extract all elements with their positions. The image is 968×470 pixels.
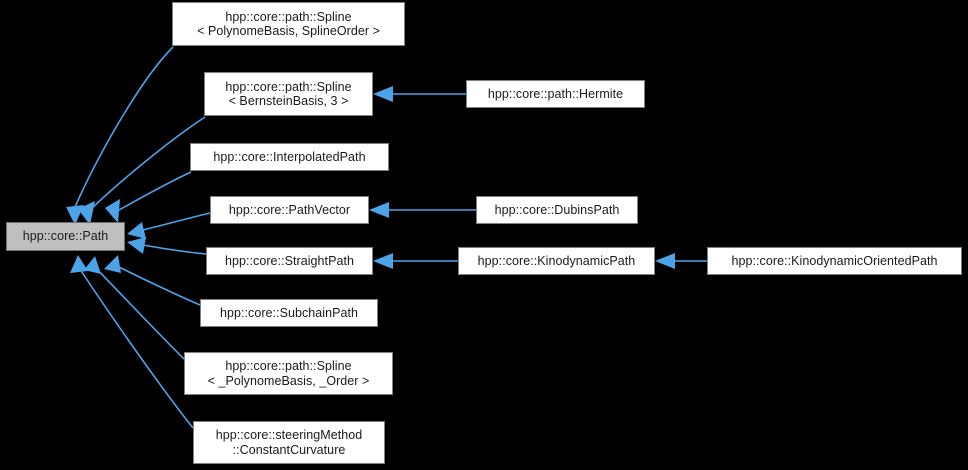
arrowhead-icon bbox=[127, 237, 146, 254]
class-node-label-line1: hpp::core::path::Spline bbox=[225, 359, 352, 373]
class-node-label-line1: hpp::core::KinodynamicOrientedPath bbox=[731, 253, 938, 268]
edge-subchain-path-to-path bbox=[104, 255, 201, 306]
class-node-interpolated-path[interactable]: hpp::core::InterpolatedPath bbox=[190, 143, 389, 171]
edge-kinodynamic-oriented-path-to-kinodynamic-path bbox=[655, 253, 707, 269]
edge-hermite-to-spline-bernstein-3 bbox=[373, 86, 466, 102]
class-node-label-line2: ::ConstantCurvature bbox=[232, 442, 346, 457]
class-node-label-line1: hpp::core::path::Spline bbox=[225, 9, 352, 24]
class-node-spline-underscore[interactable]: hpp::core::path::Spline< _PolynomeBasis,… bbox=[184, 352, 393, 395]
class-node-spline-bernstein-3[interactable]: hpp::core::path::Spline< BernsteinBasis,… bbox=[204, 72, 373, 116]
edge-constant-curvature-to-path bbox=[70, 255, 194, 429]
edge-spline-bernstein-3-to-path bbox=[78, 116, 206, 225]
class-node-label-line2: < _PolynomeBasis, _Order > bbox=[207, 373, 370, 388]
class-node-kinodynamic-oriented-path[interactable]: hpp::core::KinodynamicOrientedPath bbox=[707, 247, 962, 275]
class-node-kinodynamic-path[interactable]: hpp::core::KinodynamicPath bbox=[458, 247, 655, 275]
class-node-dubins-path[interactable]: hpp::core::DubinsPath bbox=[476, 196, 638, 224]
arrowhead-icon bbox=[373, 253, 393, 269]
edge-path-vector-to-path bbox=[127, 212, 211, 239]
class-node-label-line1: hpp::core::Path bbox=[22, 229, 109, 244]
edge-line bbox=[142, 244, 207, 255]
class-node-label-line1: hpp::core::InterpolatedPath bbox=[213, 149, 366, 164]
class-node-spline-polynome-splineorder[interactable]: hpp::core::path::Spline< PolynomeBasis, … bbox=[172, 2, 405, 46]
edge-line bbox=[91, 263, 185, 360]
class-node-label-line1: hpp::core::DubinsPath bbox=[494, 202, 620, 217]
class-node-label-line2: < BernsteinBasis, 3 > bbox=[228, 94, 349, 108]
class-node-label-line1: hpp::core::PathVector bbox=[228, 202, 351, 217]
edge-line bbox=[111, 171, 192, 215]
arrowhead-icon bbox=[104, 255, 121, 273]
edge-dubins-path-to-path-vector bbox=[369, 202, 476, 218]
class-node-label-line1: hpp::core::StraightPath bbox=[224, 253, 354, 268]
arrowhead-icon bbox=[655, 253, 675, 269]
arrowhead-icon bbox=[84, 256, 101, 274]
edge-line bbox=[85, 116, 206, 215]
class-node-hermite[interactable]: hpp::core::path::Hermite bbox=[466, 80, 645, 108]
class-node-label-line1: hpp::core::SubchainPath bbox=[219, 305, 359, 320]
edge-kinodynamic-path-to-straight-path bbox=[373, 253, 458, 269]
class-node-subchain-path[interactable]: hpp::core::SubchainPath bbox=[200, 299, 378, 327]
arrowhead-icon bbox=[70, 255, 88, 273]
edge-interpolated-path-to-path bbox=[105, 171, 192, 223]
class-node-path-vector[interactable]: hpp::core::PathVector bbox=[210, 196, 369, 224]
class-node-label-line2: < PolynomeBasis, SplineOrder > bbox=[197, 24, 380, 38]
class-node-label-line1: hpp::core::path::Hermite bbox=[487, 86, 624, 101]
edge-spline-polynome-splineorder-to-path bbox=[66, 46, 174, 225]
class-node-straight-path[interactable]: hpp::core::StraightPath bbox=[206, 247, 373, 275]
edge-line bbox=[142, 212, 211, 231]
arrowhead-icon bbox=[105, 199, 120, 223]
arrowhead-icon bbox=[127, 222, 146, 239]
edge-line bbox=[75, 262, 194, 429]
arrowhead-icon bbox=[369, 202, 389, 218]
class-node-constant-curvature[interactable]: hpp::core::steeringMethod::ConstantCurva… bbox=[193, 421, 385, 464]
class-node-label-line1: hpp::core::KinodynamicPath bbox=[477, 253, 636, 268]
class-node-label-line1: hpp::core::path::Spline bbox=[225, 79, 352, 94]
class-node-label-line1: hpp::core::steeringMethod bbox=[215, 428, 363, 442]
edge-line bbox=[112, 263, 201, 306]
edge-line bbox=[71, 46, 174, 215]
arrowhead-icon bbox=[373, 86, 393, 102]
class-node-path[interactable]: hpp::core::Path bbox=[6, 222, 125, 251]
edge-straight-path-to-path bbox=[127, 237, 207, 255]
edge-spline-underscore-to-path bbox=[84, 256, 185, 360]
